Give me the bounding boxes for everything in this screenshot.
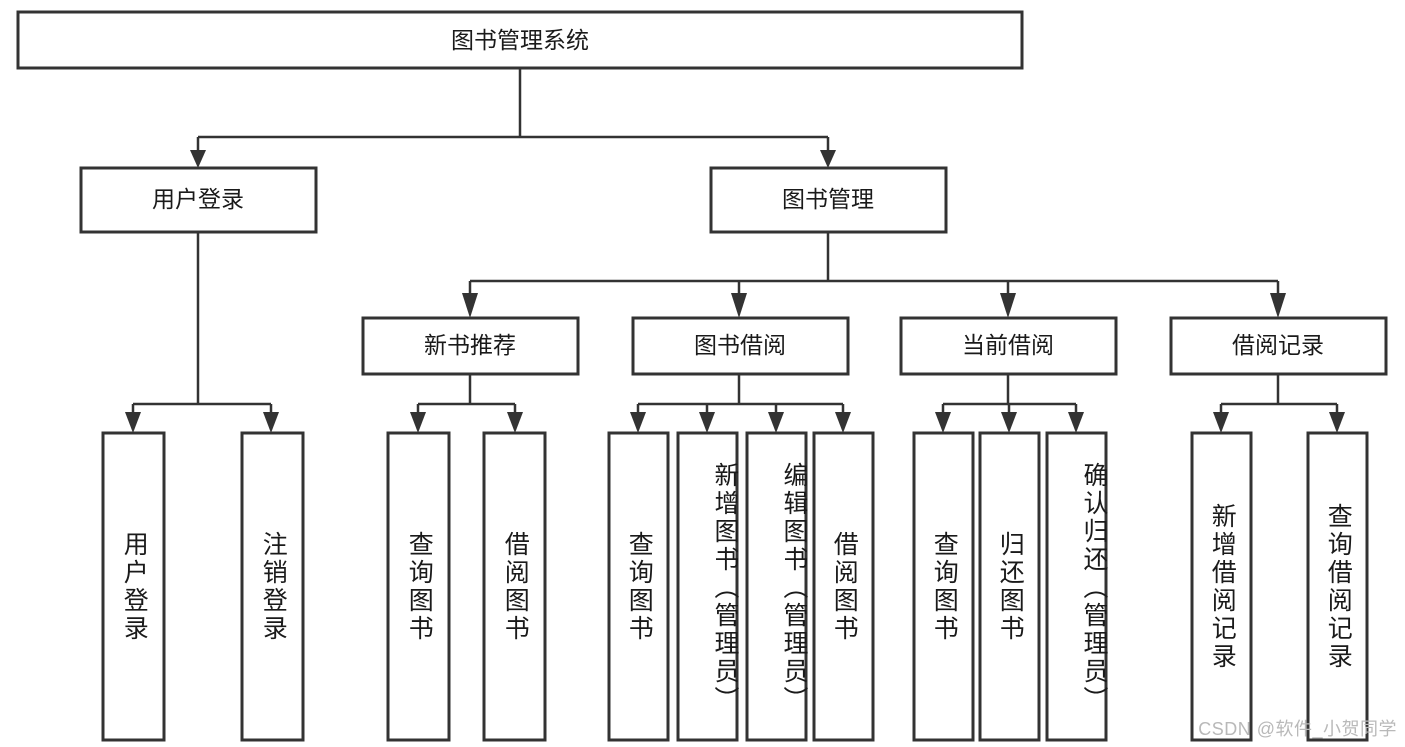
node-book-borrow-label: 图书借阅: [694, 332, 786, 358]
node-book-manage-label: 图书管理: [782, 186, 874, 212]
node-borrow-record-box[interactable]: [1169, 316, 1388, 376]
node-borrow-record-label: 借阅记录: [1232, 332, 1324, 358]
arrowhead-leaf-query-book-2: [630, 412, 646, 433]
arrowhead-book-borrow: [731, 293, 747, 318]
node-leaf-query-book-1-box[interactable]: [386, 431, 451, 742]
arrowhead-leaf-return-book: [1001, 412, 1017, 433]
node-leaf-query-book-3-box[interactable]: [912, 431, 975, 742]
arrowhead-current-borrow: [1000, 293, 1016, 318]
node-leaf-borrow-book-2-box[interactable]: [812, 431, 875, 742]
node-book-manage[interactable]: 图书管理: [709, 166, 948, 234]
node-leaf-query-record-box[interactable]: [1306, 431, 1369, 742]
node-current-borrow[interactable]: 当前借阅: [899, 316, 1118, 376]
node-leaf-logout-box[interactable]: [240, 431, 305, 742]
node-book-manage-box[interactable]: [709, 166, 948, 234]
node-leaf-return-book-box[interactable]: [978, 431, 1041, 742]
arrowhead-leaf-query-book-3: [935, 412, 951, 433]
connectors-newbook-to-leaves: [410, 374, 523, 433]
node-new-book-rec[interactable]: 新书推荐: [361, 316, 580, 376]
arrowhead-leaf-borrow-book-2: [835, 412, 851, 433]
node-leaf-borrow-book-1-box[interactable]: [482, 431, 547, 742]
node-current-borrow-box[interactable]: [899, 316, 1118, 376]
connectors-bookborrow-to-leaves: [630, 374, 851, 433]
node-user-login-label: 用户登录: [152, 186, 244, 212]
node-book-borrow-box[interactable]: [631, 316, 850, 376]
arrowhead-book-manage: [820, 150, 836, 168]
arrowhead-leaf-query-book-1: [410, 412, 426, 433]
node-leaf-edit-book-box[interactable]: [745, 431, 808, 742]
node-root-box[interactable]: [16, 10, 1024, 70]
node-leaf-add-record-box[interactable]: [1190, 431, 1253, 742]
arrowhead-leaf-user-login: [125, 412, 141, 433]
arrowhead-leaf-add-record: [1213, 412, 1229, 433]
node-book-borrow[interactable]: 图书借阅: [631, 316, 850, 376]
arrowhead-new-book-rec: [462, 293, 478, 318]
node-borrow-record[interactable]: 借阅记录: [1169, 316, 1388, 376]
arrowhead-borrow-record: [1270, 293, 1286, 318]
node-user-login[interactable]: 用户登录: [79, 166, 318, 234]
watermark-label: CSDN @软件_小贺同学: [1198, 719, 1397, 739]
node-root[interactable]: 图书管理系统: [16, 10, 1024, 70]
arrowhead-leaf-confirm-return: [1068, 412, 1084, 433]
node-leaf-user-login-box[interactable]: [101, 431, 166, 742]
node-user-login-box[interactable]: [79, 166, 318, 234]
connectors-book-manage-to-level2: [462, 232, 1286, 318]
arrowhead-leaf-query-record: [1329, 412, 1345, 433]
node-current-borrow-label: 当前借阅: [962, 332, 1054, 358]
connectors-currentborrow-to-leaves: [935, 374, 1084, 433]
arrowhead-leaf-logout: [263, 412, 279, 433]
arrowhead-leaf-edit-book: [768, 412, 784, 433]
arrowhead-leaf-borrow-book-1: [507, 412, 523, 433]
node-new-book-rec-box[interactable]: [361, 316, 580, 376]
node-root-label: 图书管理系统: [451, 27, 589, 53]
arrowhead-leaf-add-book: [699, 412, 715, 433]
node-new-book-rec-label: 新书推荐: [424, 332, 516, 358]
arrowhead-user-login: [190, 150, 206, 168]
connectors-user-login-to-leaves: [125, 232, 279, 433]
connectors-borrowrecord-to-leaves: [1213, 374, 1345, 433]
node-leaf-add-book-box[interactable]: [676, 431, 739, 742]
node-leaf-confirm-return-box[interactable]: [1045, 431, 1108, 742]
node-leaf-query-book-2-box[interactable]: [607, 431, 670, 742]
connectors-root-to-level1: [190, 68, 836, 168]
